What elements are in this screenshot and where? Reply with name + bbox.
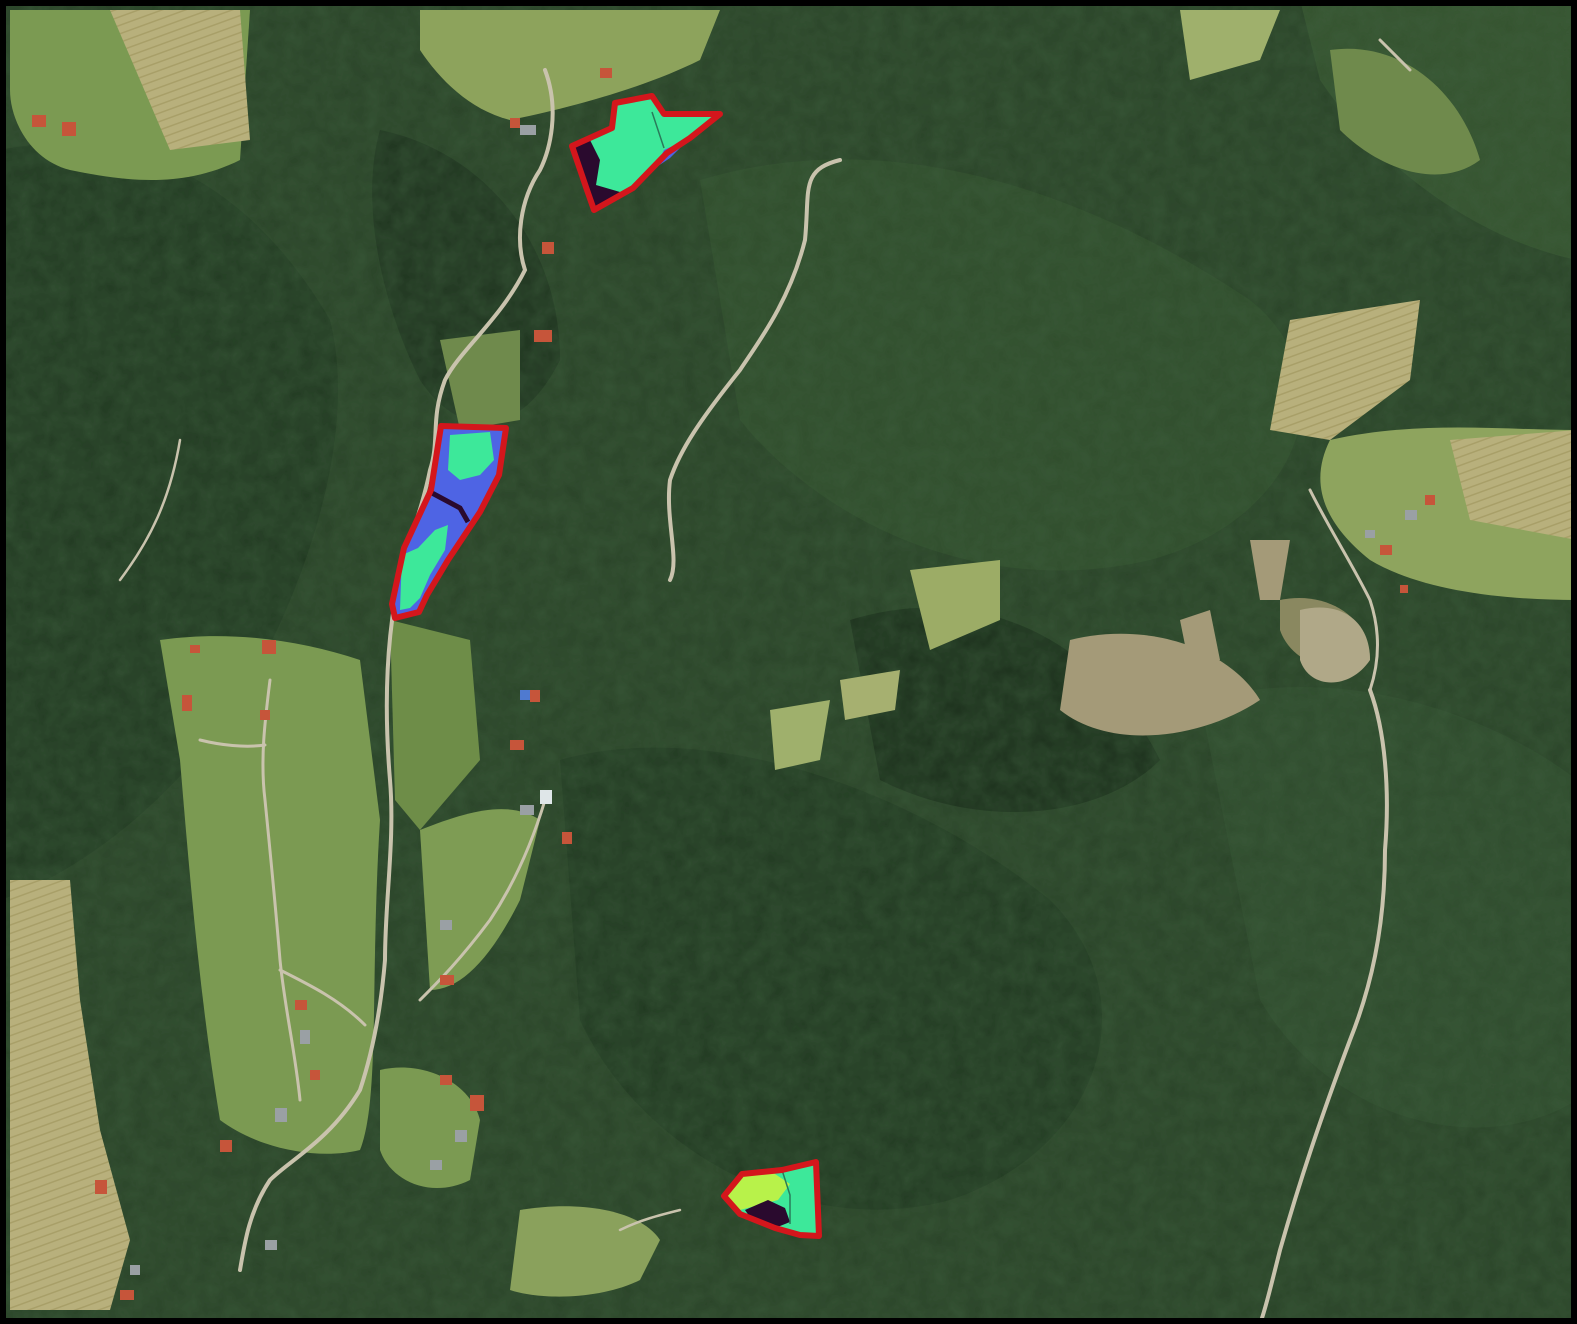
parcel-south[interactable] (721, 1159, 822, 1239)
roads (118, 38, 1412, 1324)
meadows (10, 10, 1577, 1310)
buildings (32, 68, 1435, 1300)
parcel-north[interactable] (569, 93, 723, 213)
parcel-west[interactable] (389, 423, 509, 621)
